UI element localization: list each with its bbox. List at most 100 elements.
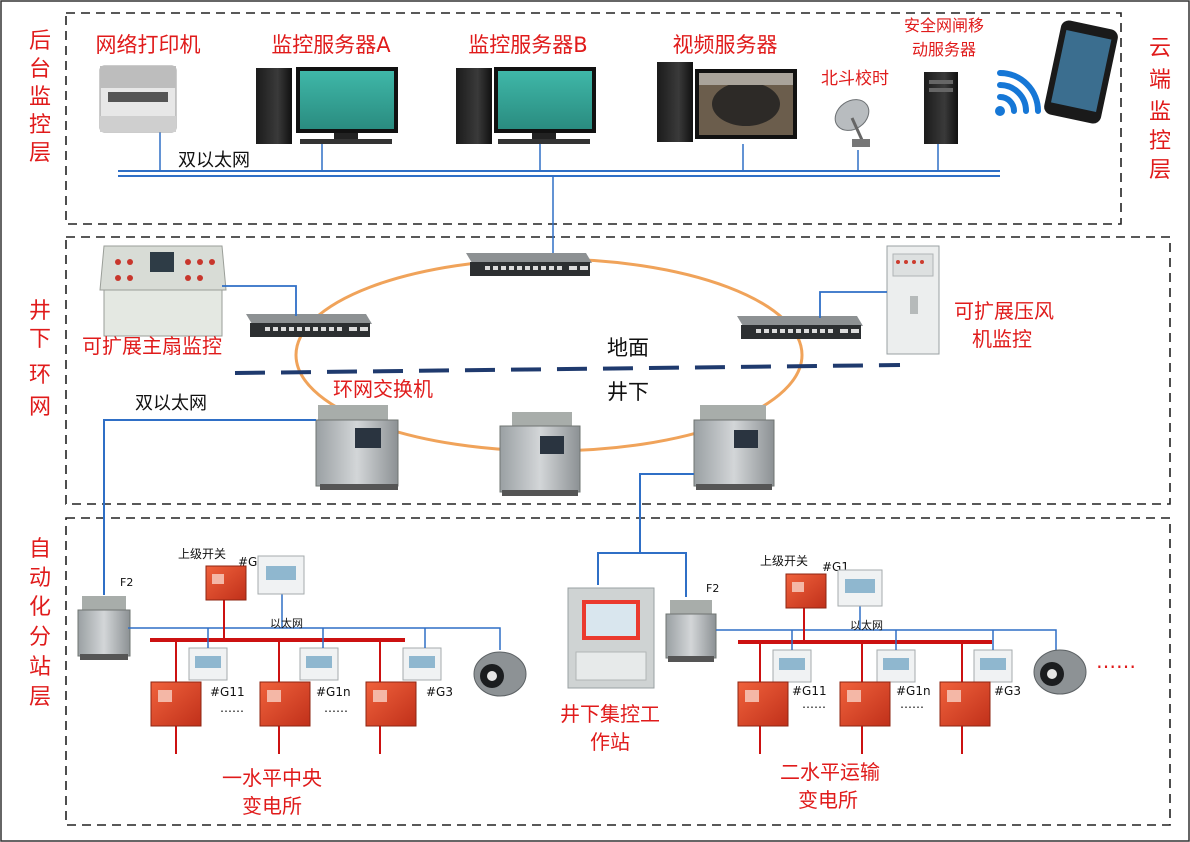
fan-to-switch-link	[222, 285, 297, 316]
printer-label: 网络打印机	[96, 33, 201, 57]
right-substation-label-line2: 变电所	[798, 788, 858, 812]
ring-switch-right-icon	[737, 316, 863, 339]
layer-char: 监	[1149, 100, 1171, 125]
video-server-icon	[657, 62, 797, 142]
left-ethernet-label: 以太网	[270, 617, 303, 630]
gateway-server-icon	[924, 72, 958, 144]
layer-char: 端	[1149, 68, 1171, 93]
left-f2-cabinet-icon	[77, 596, 131, 660]
layer-char: 控	[1149, 129, 1171, 154]
layer-char: 自	[29, 537, 51, 562]
left-substation-label-line1: 一水平中央	[222, 766, 322, 790]
compressor-label-line1: 可扩展压风	[954, 299, 1054, 323]
layer-label-cloud: 云 端 监 控 层	[1149, 36, 1171, 183]
left-feeder-g11	[150, 628, 228, 754]
right-ethernet-line	[716, 629, 1057, 652]
server-a-icon	[256, 67, 398, 144]
layer-label-substation: 自 动 化 分 站 层	[29, 537, 51, 710]
layer-char: 层	[29, 141, 51, 166]
server-a-label: 监控服务器A	[271, 33, 391, 57]
left-ethernet-line	[128, 627, 501, 650]
layer-char: 化	[29, 595, 51, 620]
layer-char: 云	[1149, 36, 1171, 61]
right-substation-label-line1: 二水平运输	[780, 760, 880, 784]
gateway-label-line2: 动服务器	[912, 40, 976, 59]
center-f2-label: F2	[706, 582, 719, 595]
layer-char: 下	[29, 327, 51, 352]
left-dots-b: ……	[324, 701, 348, 715]
layer-char: 分	[29, 625, 51, 650]
backend-layer-box	[65, 12, 1122, 225]
dual-ethernet-label-left: 双以太网	[135, 393, 207, 414]
video-server-label: 视频服务器	[673, 33, 778, 57]
left-g1n-label: #G1n	[316, 685, 351, 699]
right-more-dots: ……	[1096, 649, 1136, 673]
main-fan-label: 可扩展主扇监控	[82, 334, 222, 358]
right-g1n-label: #G1n	[896, 684, 931, 698]
left-upper-protector-icon	[257, 555, 305, 595]
flameproof-switch-right-icon	[693, 405, 775, 490]
compressor-cabinet-icon	[886, 245, 940, 355]
layer-char: 动	[29, 566, 51, 591]
compressor-label-line2: 机监控	[972, 327, 1032, 351]
server-b-icon	[456, 67, 596, 144]
layer-char: 井	[29, 299, 51, 324]
right-feeder-g1n	[839, 630, 916, 754]
left-upper-switch-icon	[205, 565, 247, 601]
right-feeder-g11	[737, 630, 812, 754]
right-ring-to-workstation-link	[597, 473, 694, 585]
left-feeder-g3	[365, 628, 442, 754]
right-ethernet-label: 以太网	[850, 619, 883, 632]
right-g11-label: #G11	[792, 684, 827, 698]
right-camera-icon	[1033, 649, 1087, 695]
right-dots-b: ……	[900, 697, 924, 711]
layer-char: 层	[1149, 158, 1171, 183]
left-dots-a: ……	[220, 701, 244, 715]
ground-label: 地面	[607, 336, 649, 360]
beidou-label: 北斗校时	[821, 69, 889, 89]
center-f2-cabinet-icon	[665, 600, 717, 662]
right-dots-a: ……	[802, 697, 826, 711]
compressor-to-switch-link	[819, 291, 887, 318]
left-camera-icon	[473, 651, 527, 697]
ground-divider-line	[234, 363, 901, 375]
ring-switch-label: 环网交换机	[333, 377, 433, 401]
layer-label-backend: 后 台 监 控 层	[29, 29, 51, 166]
server-b-label: 监控服务器B	[468, 33, 587, 57]
backend-ethernet-bus	[118, 132, 1000, 258]
layer-char: 台	[29, 57, 51, 82]
left-g3-label: #G3	[426, 685, 453, 699]
satellite-dish-icon	[834, 99, 870, 147]
left-substation-label-line2: 变电所	[242, 794, 302, 818]
workstation-console-icon	[567, 587, 655, 689]
right-g3-label: #G3	[994, 684, 1021, 698]
flameproof-switch-mid-icon	[499, 412, 581, 496]
ring-switch-left-icon	[246, 314, 372, 337]
layer-char: 后	[29, 29, 51, 54]
layer-char: 环	[29, 363, 51, 388]
left-f2-label: F2	[120, 576, 133, 589]
ring-switch-top-icon	[466, 253, 592, 276]
workstation-label-line2: 作站	[590, 730, 630, 754]
left-dual-ethernet-link	[103, 419, 316, 595]
layer-char: 站	[29, 655, 51, 680]
right-feeder-g3	[939, 630, 1013, 754]
layer-char: 控	[29, 113, 51, 138]
underground-label: 井下	[607, 380, 649, 404]
right-upper-switch-label: 上级开关	[760, 554, 808, 568]
gateway-label-line1: 安全网闸移	[904, 16, 984, 35]
printer-icon	[99, 65, 177, 133]
wifi-icon	[995, 70, 1041, 116]
layer-char: 网	[29, 395, 51, 420]
layer-char: 层	[29, 685, 51, 710]
workstation-label-line1: 井下集控工	[560, 702, 660, 726]
ring-layer-box	[65, 236, 1171, 505]
layer-label-ring: 井 下 环 网	[29, 299, 51, 420]
layer-char: 监	[29, 85, 51, 110]
right-ring-to-f2-link	[640, 552, 687, 597]
left-g11-label: #G11	[210, 685, 245, 699]
smartphone-icon	[1044, 20, 1118, 124]
left-feeder-g1n	[259, 628, 339, 754]
